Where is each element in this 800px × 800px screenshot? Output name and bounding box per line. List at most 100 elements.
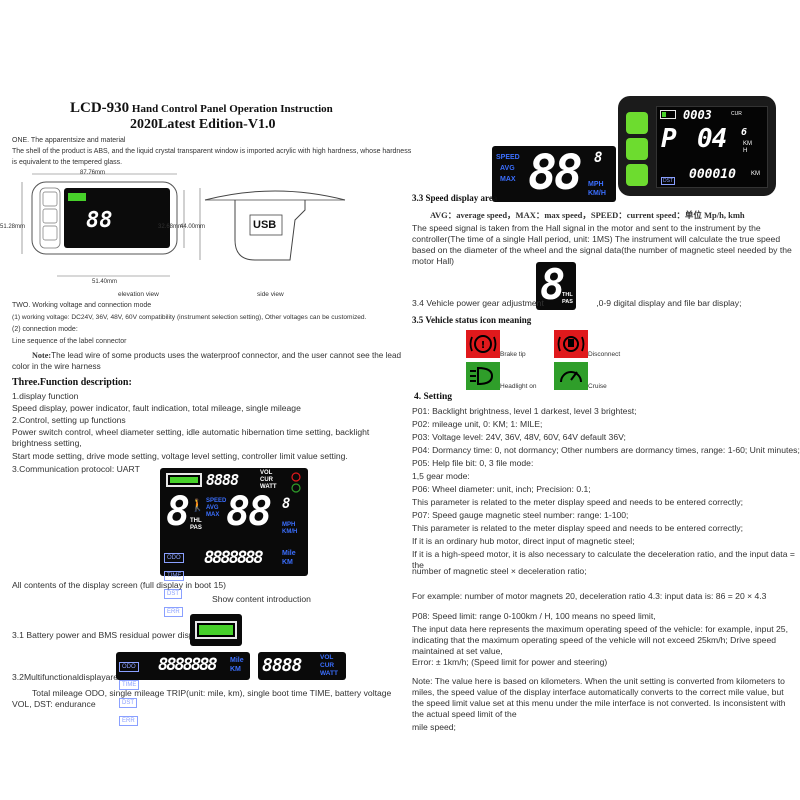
- max-label: MAX: [500, 176, 516, 183]
- p07c: If it is an ordinary hub motor, direct i…: [412, 536, 635, 546]
- device-dst: DST: [661, 177, 675, 185]
- elevation-big-digits: 88: [86, 208, 113, 233]
- sec32-body: Total mileage ODO, single mileage TRIP(u…: [12, 688, 392, 709]
- device-speed: 04: [697, 124, 727, 154]
- side-view-label: side view: [257, 291, 284, 298]
- func2-body: Power switch control, wheel diameter set…: [12, 427, 370, 448]
- speed-labels: SPEED AVG MAX: [496, 152, 520, 185]
- p03: P03: Voltage level: 24V, 36V, 48V, 60V, …: [412, 432, 626, 442]
- sec3-title: Three.Function description:: [12, 377, 132, 388]
- p08: P08: Speed limit: range 0-100km / H, 100…: [412, 611, 656, 621]
- lcd-odo-tag: ODO: [164, 553, 184, 563]
- lcd-thl: THL: [190, 518, 202, 524]
- voltage-watt: WATT: [320, 670, 338, 677]
- device-screen: 0003 CUR P 04 6 KM H DST 000010 KM: [656, 106, 768, 188]
- p06b: This parameter is related to the meter d…: [412, 497, 744, 507]
- voltage-vol: VOL: [320, 654, 334, 661]
- lcd-watt: WATT: [260, 484, 277, 490]
- dim-inner-height: 32.68mm: [158, 224, 184, 230]
- cruise-label: Cruise: [588, 383, 607, 390]
- title-rest: Hand Control Panel Operation Instruction: [129, 103, 333, 115]
- battery-bms-icon: [195, 621, 237, 639]
- error-tolerance: Error: ± 1km/h; (Speed limit for power a…: [412, 657, 608, 667]
- dim-width: 87.76mm: [80, 170, 106, 176]
- sec32-title: 3.2Multifunctionaldisplayarea: [12, 672, 123, 682]
- sec34-title: 3.4 Vehicle power gear adjustment: [412, 298, 544, 308]
- func3-title: 3.Communication protocol: UART: [12, 464, 140, 474]
- battery-power-display: [190, 614, 242, 646]
- brake-icon: !: [466, 330, 500, 358]
- lcd-speed: SPEED: [206, 498, 227, 504]
- lcd-err-tag: ERR: [164, 607, 183, 617]
- device-top-digits: 0003: [683, 108, 712, 122]
- p07b: This parameter is related to the meter d…: [412, 523, 744, 533]
- usb-label: USB: [253, 219, 277, 231]
- func1-body: Speed display, power indicator, fault in…: [12, 403, 301, 413]
- speed-label: SPEED: [496, 154, 520, 161]
- speed-big-digits: 88: [528, 145, 583, 201]
- lcd-mile: Mile: [282, 550, 296, 557]
- note-body: The lead wire of some products uses the …: [12, 351, 402, 371]
- lcd-time-tag: TIME: [164, 571, 185, 581]
- lcd-speed-digits: 88: [226, 489, 272, 535]
- disconnect-label: Disconnect: [588, 351, 621, 358]
- voltage-digits: 8888: [262, 655, 302, 676]
- device-cur: CUR: [731, 111, 742, 117]
- p06: P06: Wheel diameter: unit, inch; Precisi…: [412, 484, 591, 494]
- lcd-gear-digit: 8: [166, 489, 191, 535]
- edition-label: 2020Latest Edition-V1.0: [130, 117, 276, 132]
- dim-height: 51.28mm: [0, 224, 26, 230]
- voltage-cur: CUR: [320, 662, 335, 669]
- sec1-body: The shell of the product is ABS, and the…: [12, 148, 412, 166]
- headlight-label: Headlight on: [500, 383, 537, 390]
- lcd-kmh: KM/H: [282, 529, 298, 535]
- multi-time-tag: TIME: [119, 680, 140, 690]
- lcd-thl-pas: THL PAS: [190, 518, 202, 532]
- p07: P07: Speed gauge magnetic steel number: …: [412, 510, 629, 520]
- multi-dst-tag: DST: [119, 698, 137, 708]
- lcd-mileage-digits: 8888888: [204, 548, 264, 568]
- brake-label: Brake tip: [500, 351, 526, 358]
- speed-mph: MPH: [588, 181, 604, 188]
- gear-display: 8 THL PAS: [536, 262, 576, 310]
- p05: P05: Help file bit: 0, 3 file mode:: [412, 458, 534, 468]
- p05b: 1,5 gear mode:: [412, 471, 470, 481]
- side-view-drawing: [195, 180, 355, 280]
- lcd-dst-tag: DST: [164, 589, 182, 599]
- example: For example: number of motor magnets 20,…: [412, 591, 767, 601]
- multi-odo-tag: ODO: [119, 662, 139, 672]
- multi-digits: 8888888: [158, 655, 218, 675]
- sec2-title: TWO. Working voltage and connection mode: [12, 302, 152, 309]
- sec1-title: ONE. The apparentsize and material: [12, 137, 126, 144]
- title-model: LCD-930: [70, 100, 130, 116]
- lcd-pas: PAS: [190, 525, 202, 531]
- disconnect-icon: [554, 330, 588, 358]
- lcd-speed-decimal: 8: [282, 496, 291, 512]
- multifunction-display: ODO TIME DST ERR 8888888 Mile KM: [116, 652, 250, 726]
- elevation-lcd-digits: 88: [86, 208, 113, 233]
- device-speed-decimal: 6: [741, 127, 748, 138]
- lcd-max: MAX: [206, 512, 220, 518]
- multi-units: Mile KM: [230, 656, 244, 674]
- device-odo: 000010: [689, 167, 736, 182]
- note-setting: Note: The value here is based on kilomet…: [412, 676, 786, 719]
- device-button-2: [626, 138, 648, 160]
- device-button-1: [626, 112, 648, 134]
- all-contents-caption: All contents of the display screen (full…: [12, 580, 227, 590]
- gear-digit: 8: [540, 260, 566, 309]
- lcd-mph: MPH: [282, 522, 296, 528]
- lcd-status-icons: [288, 471, 304, 493]
- document-title: LCD-930 Hand Control Panel Operation Ins…: [70, 100, 333, 117]
- voltage-units: VOL CUR WATT: [320, 654, 338, 678]
- headlight-icon: [466, 362, 500, 390]
- gear-thl: THL: [562, 292, 573, 298]
- lcd-mode-tags: ODO TIME DST ERR: [164, 546, 204, 618]
- lcd-avg: AVG: [206, 505, 219, 511]
- speed-small-digit: 8: [594, 150, 603, 166]
- device-h: H: [743, 148, 748, 154]
- device-km-h: KM H: [743, 141, 752, 155]
- sec33-body: The speed signal is taken from the Hall …: [412, 223, 792, 266]
- lcd-walk-icon: 🚶: [190, 498, 205, 512]
- svg-text:!: !: [481, 340, 486, 351]
- voltage-display: 8888 VOL CUR WATT: [258, 652, 346, 680]
